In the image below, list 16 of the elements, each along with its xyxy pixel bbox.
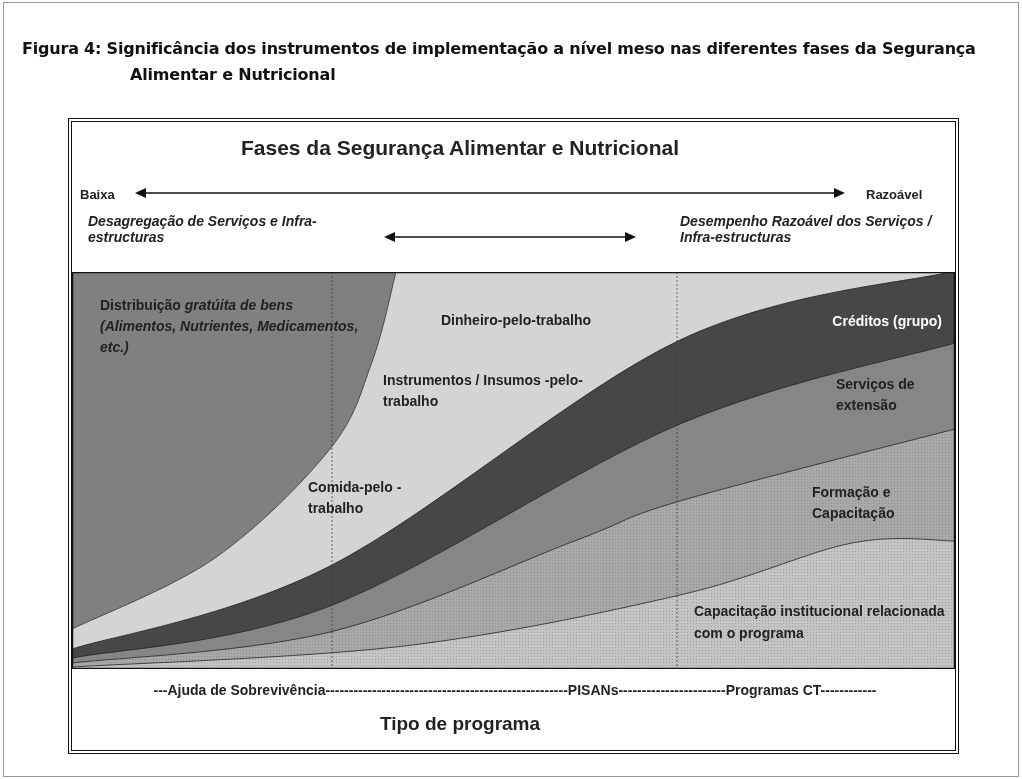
band-label: Dinheiro-pelo-trabalho: [441, 311, 592, 330]
program-type-scale: ---Ajuda de Sobrevivência----------------------------------------------------PISANs-----------------------Programas CT------------: [152, 681, 878, 700]
band-label: Comida-pelo -trabalho: [308, 478, 403, 518]
scale-high-label: Razoável: [866, 186, 923, 204]
phase-description: Desagregação de Serviços e Infra-estructuras: [88, 213, 318, 245]
band-label: Distribuição gratúita de bens (Alimentos, Nutrientes, Medicamentos, etc.): [100, 296, 360, 357]
phase-heading: Fases da Segurança Alimentar e Nutricional: [239, 135, 680, 161]
band-label: Créditos (grupo): [831, 312, 942, 331]
band-label: Instrumentos / Insumos -pelo-trabalho: [383, 371, 584, 411]
axis-title: Tipo de programa: [378, 712, 542, 736]
phase-description: Desempenho Razoável dos Serviços / Infra-estructuras: [680, 213, 934, 245]
band-label: Capacitação institucional relacionada com o programa: [694, 602, 946, 643]
scale-low-label: Baixa: [80, 186, 115, 204]
figure-title: Figura 4: Significância dos instrumentos de implementação a nível meso nas diferentes fases da Segurança Alimentar e Nutricional: [22, 38, 977, 86]
band-label: Formação e Capacitação: [812, 483, 896, 523]
band-label: Serviços de extensão: [836, 375, 916, 415]
